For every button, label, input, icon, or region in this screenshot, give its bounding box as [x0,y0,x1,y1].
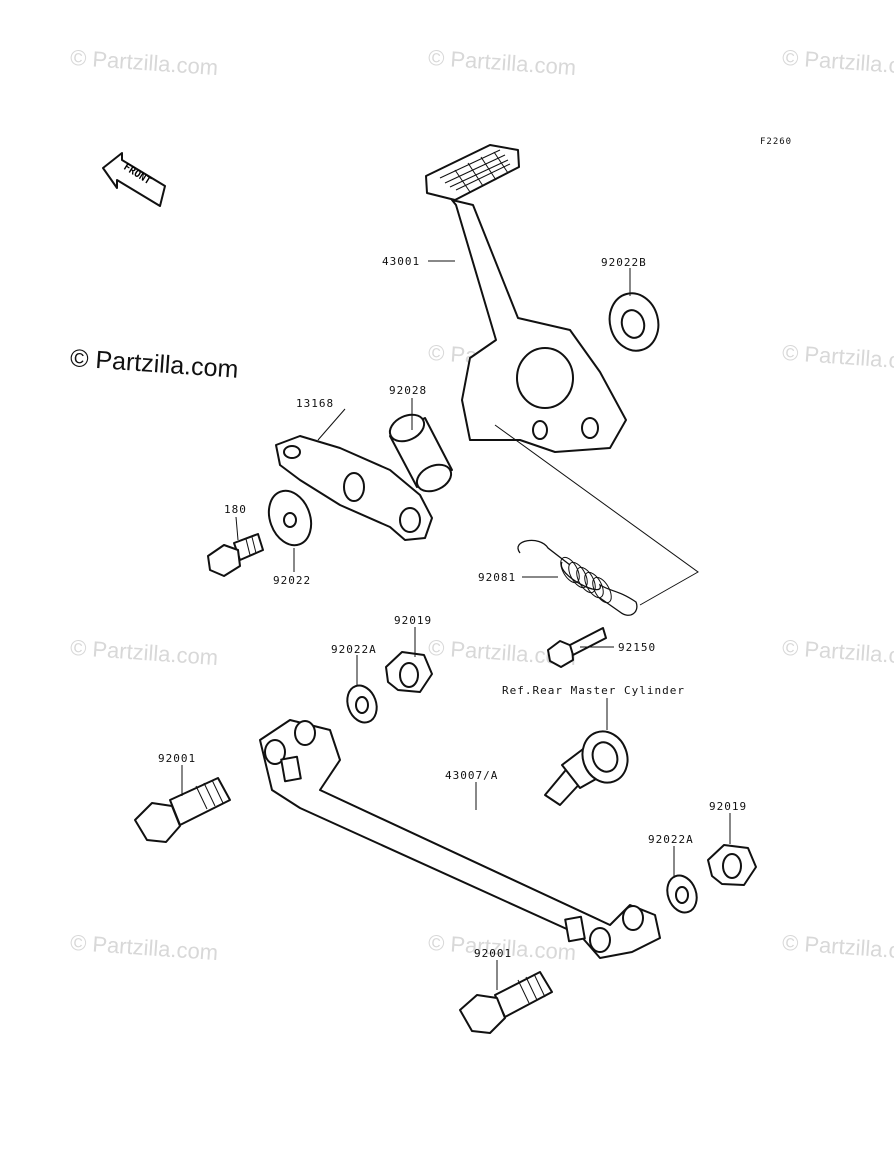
label-92028: 92028 [389,384,428,397]
label-92019-top: 92019 [394,614,433,627]
label-13168: 13168 [296,397,335,410]
front-arrow-icon: FRONT [102,152,166,207]
bolt-92001-left [134,777,231,843]
label-92081: 92081 [478,571,517,584]
washer-92022a-top [346,684,378,724]
label-92019-right: 92019 [709,800,748,813]
label-43001: 43001 [382,255,421,268]
bolt-180 [207,533,264,577]
nut-92019-right [707,844,757,886]
label-43007a: 43007/A [445,769,499,782]
master-cylinder-clevis [544,730,629,806]
reference-note: Ref.Rear Master Cylinder [502,684,685,697]
leader-lines [181,260,731,990]
label-92022: 92022 [273,574,312,587]
bolt-92001-bottom [459,971,553,1034]
label-92022b: 92022B [601,256,647,269]
brake-rod-43007a [259,719,661,959]
washer-92022 [267,489,313,547]
washer-92022a-right [666,874,698,914]
label-92150: 92150 [618,641,657,654]
bushing-92028 [388,413,453,493]
label-180: 180 [224,503,247,516]
brake-pedal [425,144,627,453]
label-92022a-right: 92022A [648,833,694,846]
spring-92081 [517,539,638,616]
nut-92019-top [385,651,433,693]
reference-line [494,424,699,606]
washer-92022b [608,292,660,352]
label-92001-bottom: 92001 [474,947,513,960]
label-92022a-top: 92022A [331,643,377,656]
pin-92150 [547,627,607,668]
bracket-13168 [275,435,433,541]
diagram-code: F2260 [760,137,793,147]
label-92001-left: 92001 [158,752,197,765]
